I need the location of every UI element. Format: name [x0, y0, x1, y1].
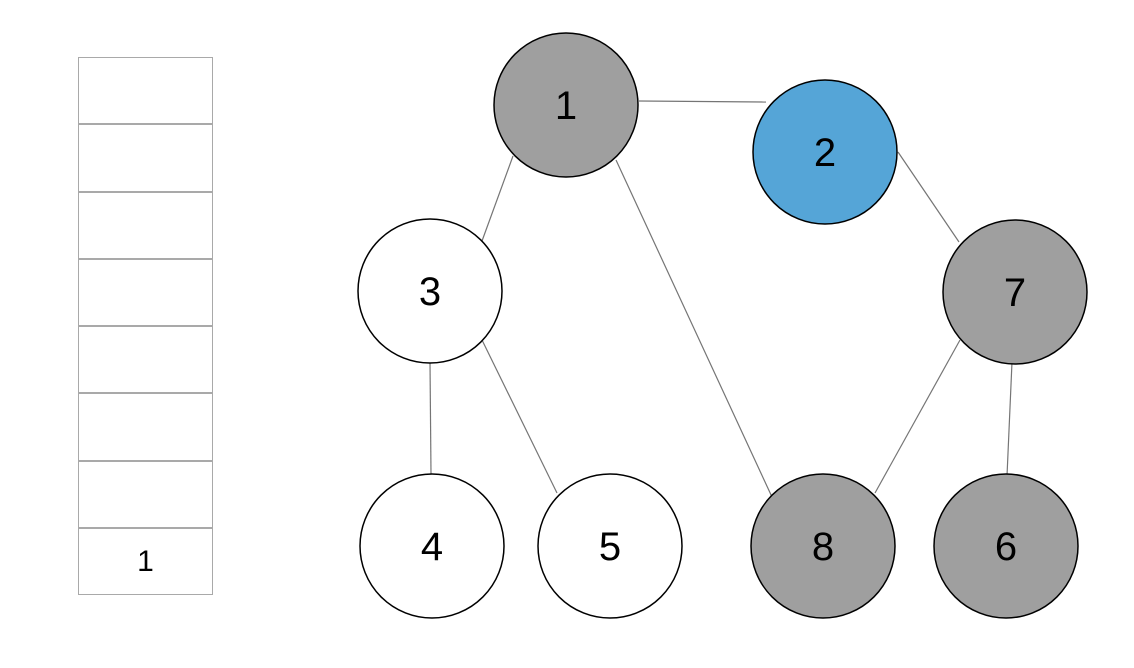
- node-label-3: 3: [419, 270, 441, 314]
- edge-7-8: [874, 339, 961, 494]
- node-label-1: 1: [555, 84, 577, 128]
- edge-1-3: [481, 155, 514, 242]
- node-6[interactable]: 6: [933, 473, 1079, 619]
- edge-1-2: [638, 100, 767, 103]
- node-circle-6[interactable]: [933, 473, 1079, 619]
- stack-cell-6: [78, 393, 213, 461]
- stack-cell-7: [78, 460, 213, 529]
- node-7[interactable]: 7: [942, 219, 1088, 365]
- stack-cell-3: [78, 191, 213, 259]
- node-4[interactable]: 4: [359, 473, 505, 619]
- stack-cell-5: [78, 326, 213, 394]
- node-3[interactable]: 3: [357, 218, 503, 364]
- node-label-4: 4: [421, 525, 443, 569]
- edge-3-4: [429, 361, 432, 475]
- node-circle-1[interactable]: [493, 32, 639, 178]
- node-circle-3[interactable]: [357, 218, 503, 364]
- node-label-2: 2: [814, 131, 836, 175]
- node-circle-8[interactable]: [750, 473, 896, 619]
- edge-2-7: [897, 151, 960, 243]
- stack-panel: 1: [78, 57, 213, 596]
- node-1[interactable]: 1: [493, 32, 639, 178]
- edge-7-6: [1006, 361, 1013, 477]
- node-label-8: 8: [812, 525, 834, 569]
- node-5[interactable]: 5: [537, 473, 683, 619]
- stack-cell-8: 1: [78, 528, 213, 596]
- stack-cell-1: [78, 57, 213, 125]
- node-label-5: 5: [599, 525, 621, 569]
- node-circle-4[interactable]: [359, 473, 505, 619]
- stack-cell-2: [78, 124, 213, 192]
- node-label-7: 7: [1004, 271, 1026, 315]
- edge-1-8: [615, 159, 773, 498]
- node-circle-5[interactable]: [537, 473, 683, 619]
- stack-cell-4: [78, 258, 213, 327]
- node-2[interactable]: 2: [752, 79, 898, 225]
- node-circle-2[interactable]: [752, 79, 898, 225]
- edge-3-5: [481, 339, 558, 494]
- node-label-6: 6: [995, 525, 1017, 569]
- node-circle-7[interactable]: [942, 219, 1088, 365]
- node-8[interactable]: 8: [750, 473, 896, 619]
